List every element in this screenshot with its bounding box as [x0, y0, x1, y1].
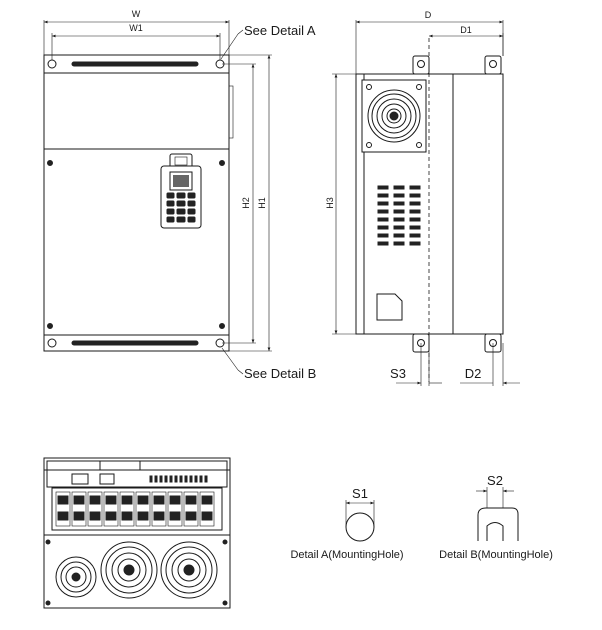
label-see-detail-a: See Detail A [244, 23, 316, 38]
label-s2: S2 [487, 473, 503, 488]
label-d: D [425, 10, 432, 20]
callout-detail-b [221, 347, 244, 375]
label-s1: S1 [352, 486, 368, 501]
detail-b-caption: Detail B(MountingHole) [439, 549, 553, 561]
dimension-d1 [429, 33, 504, 56]
label-w: W [132, 9, 141, 19]
label-w1: W1 [129, 23, 143, 33]
label-d2: D2 [465, 366, 482, 381]
front-view [43, 54, 234, 352]
label-h3: H3 [325, 197, 335, 209]
dimension-s3 [396, 343, 442, 386]
label-d1: D1 [460, 25, 472, 35]
dimension-h1 [229, 54, 272, 352]
label-h2: H2 [241, 197, 251, 209]
dimension-w [43, 20, 230, 55]
dimension-d2 [460, 343, 520, 386]
side-view [355, 38, 504, 382]
detail-a-mounting-hole [345, 500, 375, 542]
detail-b-mounting-hole [476, 487, 519, 541]
bottom-view [43, 457, 231, 609]
dimension-h2 [222, 63, 256, 344]
detail-a-caption: Detail A(MountingHole) [290, 549, 403, 561]
dimension-h3 [332, 73, 362, 335]
label-see-detail-b: See Detail B [244, 366, 316, 381]
label-s3: S3 [390, 366, 406, 381]
callout-detail-a [220, 29, 244, 60]
label-h1: H1 [257, 197, 267, 209]
dimension-w1 [51, 33, 221, 60]
